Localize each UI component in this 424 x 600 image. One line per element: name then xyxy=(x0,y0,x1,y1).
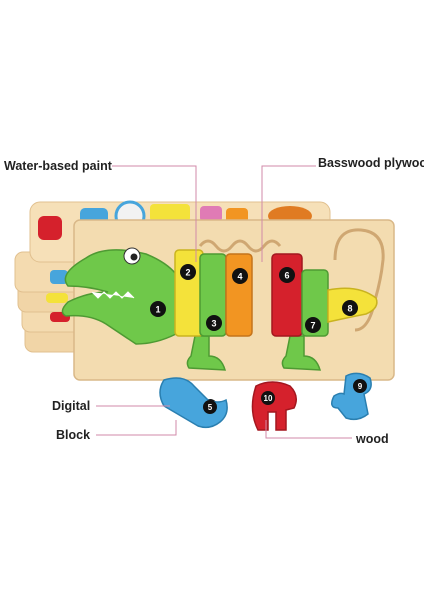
badge-9-top: 9 xyxy=(358,382,363,391)
badge-5-top: 5 xyxy=(208,403,213,412)
block-label: Block xyxy=(56,428,91,442)
leader-lines xyxy=(96,165,352,439)
badge-10-top: 10 xyxy=(264,394,273,403)
badge-1: 1 xyxy=(155,305,160,315)
wood-label: wood xyxy=(356,432,389,446)
badge-7: 7 xyxy=(310,321,315,331)
badge-2: 2 xyxy=(185,268,190,278)
water-based-paint-label: Water-based paint xyxy=(4,159,112,173)
badge-3: 3 xyxy=(211,319,216,329)
digital-label: Digital xyxy=(52,399,91,413)
badge-4: 4 xyxy=(237,272,242,282)
badge-6: 6 xyxy=(284,271,289,281)
basswood-plywood-label: Basswood plywood xyxy=(318,156,424,170)
badge-8: 8 xyxy=(347,304,352,314)
